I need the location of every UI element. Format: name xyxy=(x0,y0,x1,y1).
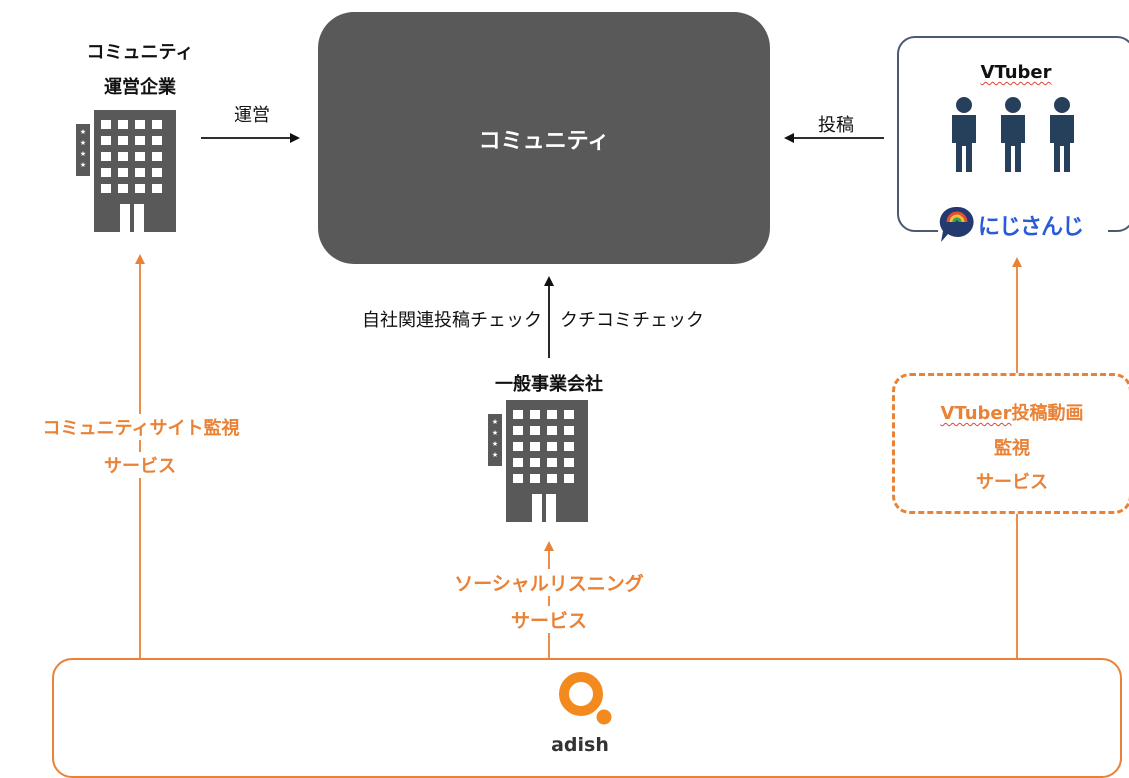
adish-logo xyxy=(559,672,615,728)
service-social-listening-line1: ソーシャルリスニング xyxy=(420,569,678,596)
svg-text:★: ★ xyxy=(492,418,498,426)
person-icon xyxy=(952,97,976,172)
service-social-listening-line2: サービス xyxy=(499,606,599,633)
service-vtuber-monitoring-line2: 監視 xyxy=(994,438,1030,459)
edge-label-operate: 運営 xyxy=(234,105,270,126)
edge-label-own-post-check: 自社関連投稿チェック xyxy=(362,310,542,331)
building-icon: ★ ★ ★ ★ xyxy=(76,110,176,232)
edge-label-review-check: クチコミチェック xyxy=(560,310,704,331)
edge-label-post: 投稿 xyxy=(818,115,854,136)
svg-text:★: ★ xyxy=(80,150,86,158)
community-label: コミュニティ xyxy=(478,129,610,154)
service-vtuber-monitoring-vtuber: VTuber xyxy=(940,403,1012,424)
service-community-monitoring-line2: サービス xyxy=(90,452,190,478)
vtuber-title: VTuber xyxy=(897,62,1129,83)
person-icon-group xyxy=(952,97,1074,172)
vtuber-title-text: VTuber xyxy=(980,62,1052,83)
svg-text:★: ★ xyxy=(492,440,498,448)
person-icon xyxy=(1001,97,1025,172)
svg-text:★: ★ xyxy=(80,128,86,136)
nijisanji-logo-text: にじさんじ xyxy=(978,215,1084,240)
company-label: 一般事業会社 xyxy=(495,374,603,395)
building-icon: ★ ★ ★ ★ xyxy=(488,400,588,522)
operator-label-line2: 運営企業 xyxy=(104,77,176,98)
service-vtuber-monitoring-rest: 投稿動画 xyxy=(1011,403,1084,424)
community-node xyxy=(318,12,770,264)
nijisanji-logo: にじさんじ xyxy=(938,203,1108,249)
person-icon xyxy=(1050,97,1074,172)
service-community-monitoring-line1: コミュニティサイト監視 xyxy=(0,414,282,440)
svg-text:★: ★ xyxy=(80,139,86,147)
service-vtuber-monitoring-line1: VTuber投稿動画 xyxy=(895,399,1129,425)
svg-text:★: ★ xyxy=(492,429,498,437)
svg-text:★: ★ xyxy=(492,451,498,459)
service-vtuber-monitoring-line3: サービス xyxy=(976,472,1048,493)
svg-text:★: ★ xyxy=(80,161,86,169)
vtuber-monitoring-node xyxy=(892,373,1129,514)
adish-logo-text: adish xyxy=(551,734,609,756)
operator-label-line1: コミュニティ xyxy=(86,42,194,63)
speech-bubble-icon xyxy=(939,206,974,242)
